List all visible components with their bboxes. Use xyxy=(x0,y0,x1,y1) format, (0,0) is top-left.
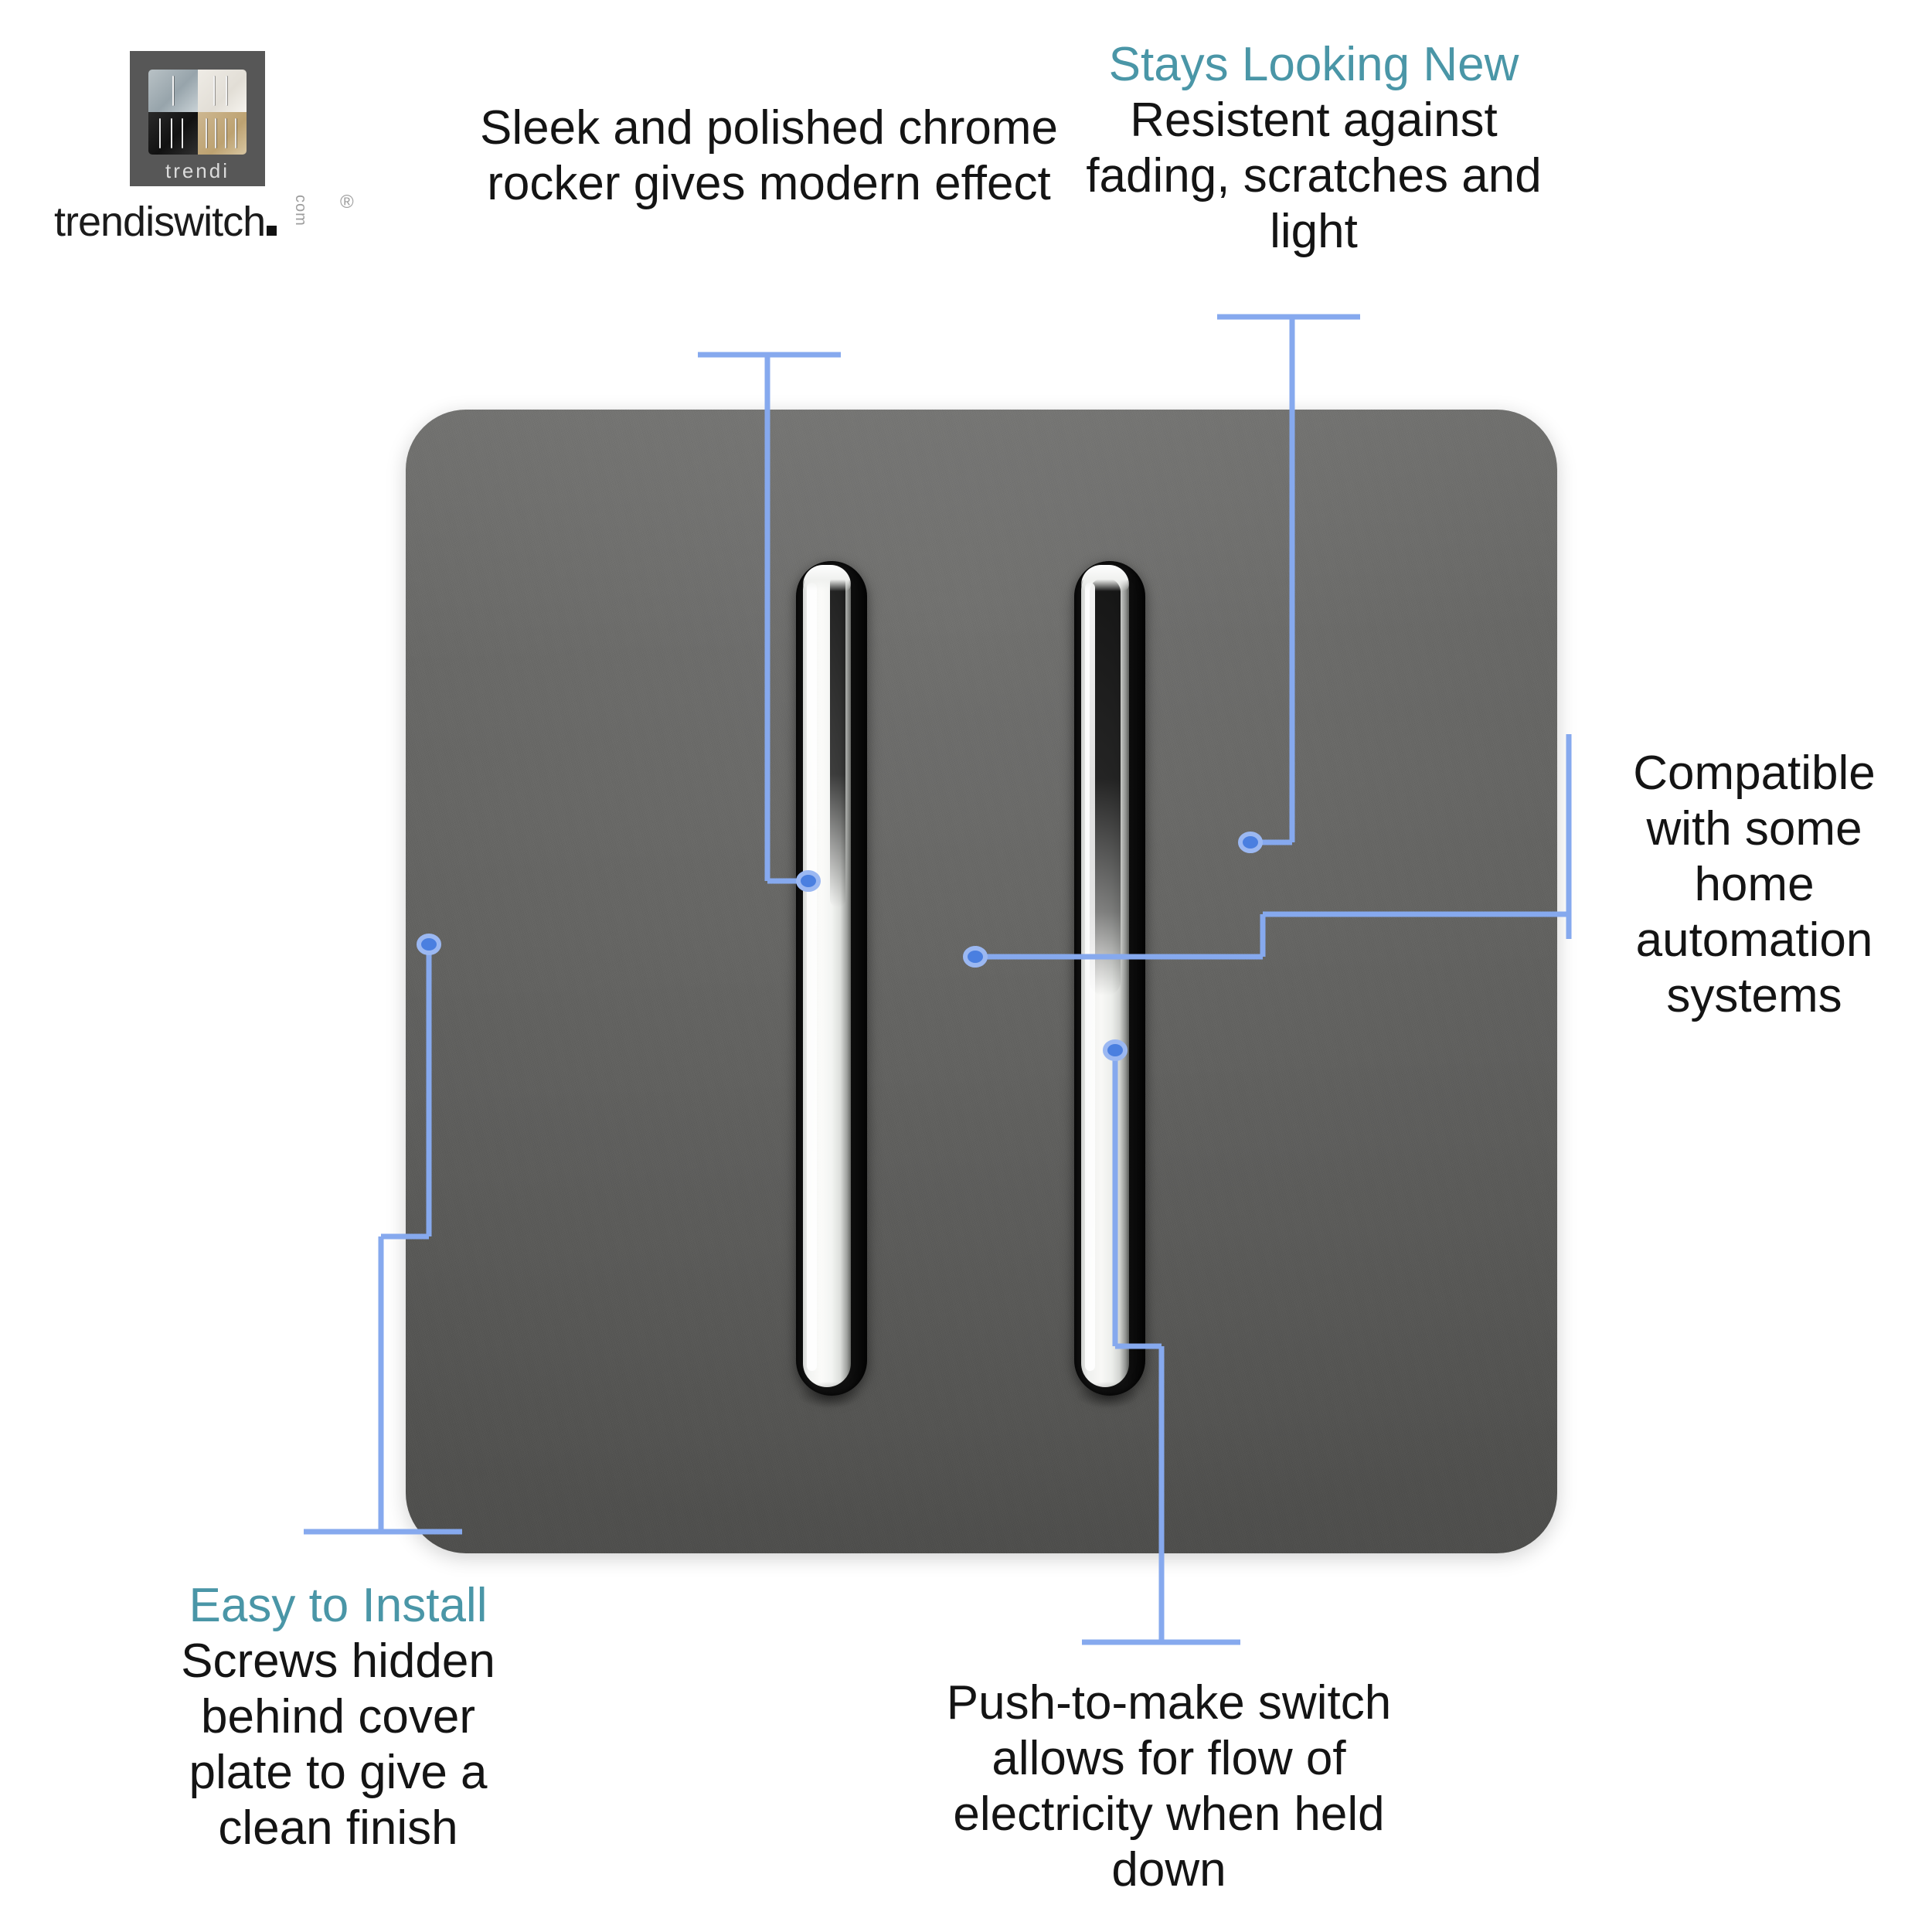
trendi-logo-tile: trendi xyxy=(130,51,265,186)
switch-faceplate xyxy=(406,410,1557,1553)
rocker-topcap-right xyxy=(1081,565,1129,591)
callout-push-to-make-body: Push-to-make switch allows for flow of e… xyxy=(946,1676,1392,1896)
callout-home-automation: Compatible with some home automation sys… xyxy=(1592,746,1917,1024)
callout-stays-new-body: Resistent against fading, scratches and … xyxy=(1086,93,1542,258)
rocker-shadow-left xyxy=(798,1382,861,1408)
callout-stays-looking-new: Stays Looking New Resistent against fadi… xyxy=(1074,37,1553,260)
rocker-highlight-right xyxy=(1085,583,1095,1371)
chrome-swatch-icon xyxy=(148,70,198,112)
callout-easy-install-body: Screws hidden behind cover plate to give… xyxy=(181,1634,495,1855)
white-swatch-icon xyxy=(197,70,247,112)
callout-chrome-rocker-body: Sleek and polished chrome rocker gives m… xyxy=(480,101,1058,210)
faceplate-texture xyxy=(406,410,1557,1553)
callout-chrome-rocker: Sleek and polished chrome rocker gives m… xyxy=(471,100,1066,212)
faceplate-sheen xyxy=(406,410,1557,1553)
black-swatch-icon xyxy=(148,112,198,155)
rocker-highlight-left xyxy=(807,583,817,1371)
callout-stays-new-heading: Stays Looking New xyxy=(1108,38,1519,91)
brand-wordmark: trendiswitch xyxy=(54,198,277,246)
brand-wordmark-com: com xyxy=(292,195,309,226)
brand-logo: trendi trendiswitch com ® xyxy=(54,51,369,252)
callout-home-automation-body: Compatible with some home automation sys… xyxy=(1633,747,1876,1022)
rocker-switch-right[interactable] xyxy=(1074,561,1145,1408)
brand-dot-icon xyxy=(267,226,277,236)
brand-wordmark-text: trendiswitch xyxy=(54,199,266,245)
rocker-shadow-right xyxy=(1076,1382,1139,1408)
gold-swatch-icon xyxy=(197,112,247,155)
callout-easy-to-install: Easy to Install Screws hidden behind cov… xyxy=(143,1578,533,1856)
rocker-topcap-left xyxy=(803,565,851,591)
callout-easy-install-heading: Easy to Install xyxy=(189,1579,488,1632)
rocker-reflection-left xyxy=(830,575,845,907)
brand-registered-icon: ® xyxy=(340,192,354,213)
logo-tile-word: trendi xyxy=(165,159,230,182)
logo-swatch-grid xyxy=(148,70,247,155)
callout-push-to-make: Push-to-make switch allows for flow of e… xyxy=(893,1675,1445,1898)
rocker-switch-left[interactable] xyxy=(796,561,867,1408)
